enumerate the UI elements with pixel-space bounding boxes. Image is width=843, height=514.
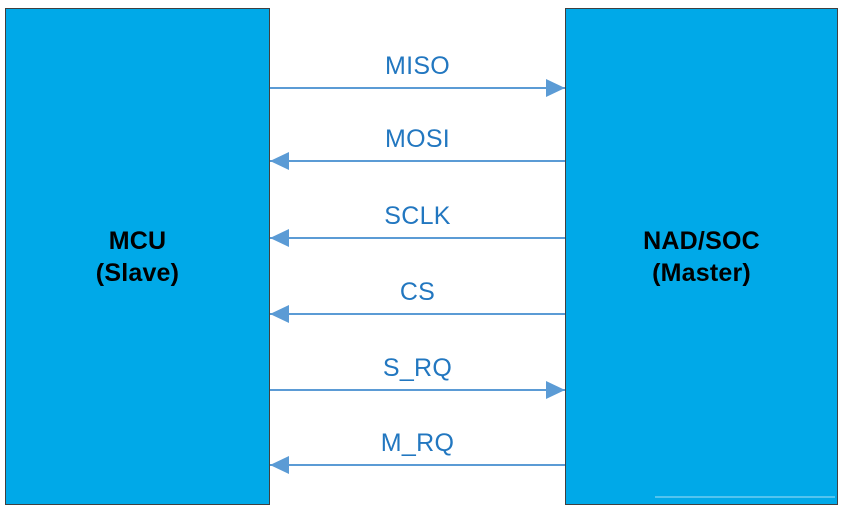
signal-label-miso: MISO xyxy=(384,52,451,80)
signal-line xyxy=(270,389,565,391)
node-mcu: MCU (Slave) xyxy=(5,8,270,505)
node-nad-soc-role: (Master) xyxy=(652,258,751,287)
node-nad-soc: NAD/SOC (Master) xyxy=(565,8,838,505)
signal-label-cs: CS xyxy=(399,278,436,306)
image-artifact xyxy=(655,496,835,498)
signal-label-s-rq: S_RQ xyxy=(382,354,453,382)
node-mcu-name: MCU xyxy=(108,226,167,255)
node-mcu-role: (Slave) xyxy=(95,258,180,287)
signal-line xyxy=(270,464,565,466)
arrow-right-icon xyxy=(546,381,565,399)
signal-line xyxy=(270,237,565,239)
arrow-right-icon xyxy=(546,79,565,97)
signal-label-mosi: MOSI xyxy=(384,125,451,153)
node-nad-soc-name: NAD/SOC xyxy=(643,226,760,255)
signal-label-sclk: SCLK xyxy=(384,202,451,230)
arrow-left-icon xyxy=(270,305,289,323)
signal-label-m-rq: M_RQ xyxy=(380,429,455,457)
arrow-left-icon xyxy=(270,152,289,170)
arrow-left-icon xyxy=(270,456,289,474)
signal-line xyxy=(270,160,565,162)
signal-line xyxy=(270,313,565,315)
arrow-left-icon xyxy=(270,229,289,247)
signal-line xyxy=(270,87,565,89)
